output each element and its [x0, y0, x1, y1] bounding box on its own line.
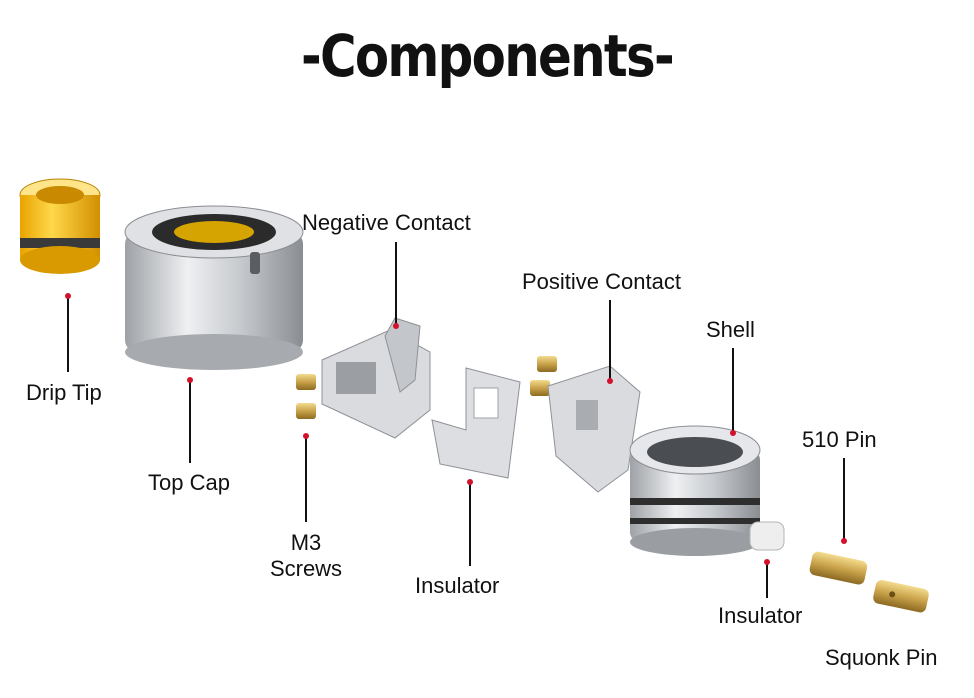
label-top-cap: Top Cap: [148, 470, 230, 495]
marker-positive-contact: [607, 378, 613, 384]
top-cap-part: [124, 205, 304, 370]
marker-insulator-2: [764, 559, 770, 565]
marker-drip-tip: [65, 293, 71, 299]
marker-shell: [730, 430, 736, 436]
marker-negative-contact: [393, 323, 399, 329]
page-title: -Components-: [301, 22, 675, 90]
label-m3-screws-line1: M3: [290, 530, 322, 555]
label-m3-screws-line2: Screws: [269, 556, 343, 581]
positive-contact-part: [530, 356, 641, 493]
marker-510-pin: [841, 538, 847, 544]
marker-dots: [65, 293, 847, 565]
label-negative-contact: Negative Contact: [302, 210, 471, 235]
leader-lines: [67, 242, 845, 598]
pin-510-part: [809, 551, 868, 585]
marker-m3-screws: [303, 433, 309, 439]
label-positive-contact: Positive Contact: [522, 269, 681, 294]
m3-screws-part: [296, 374, 316, 419]
label-insulator-2: Insulator: [718, 603, 803, 628]
label-squonk-pin: Squonk Pin: [825, 645, 938, 670]
marker-insulator-1: [467, 479, 473, 485]
drip-tip-part: [19, 178, 101, 274]
insulator-1-part: [431, 367, 521, 479]
label-insulator-1: Insulator: [415, 573, 500, 598]
marker-top-cap: [187, 377, 193, 383]
shell-part: [629, 425, 761, 556]
squonk-pin-part: [873, 579, 929, 613]
label-drip-tip: Drip Tip: [26, 380, 102, 405]
negative-contact-part: [321, 317, 431, 439]
label-510-pin: 510 Pin: [802, 427, 877, 452]
label-shell: Shell: [706, 317, 755, 342]
insulator-2-part: [749, 521, 785, 551]
